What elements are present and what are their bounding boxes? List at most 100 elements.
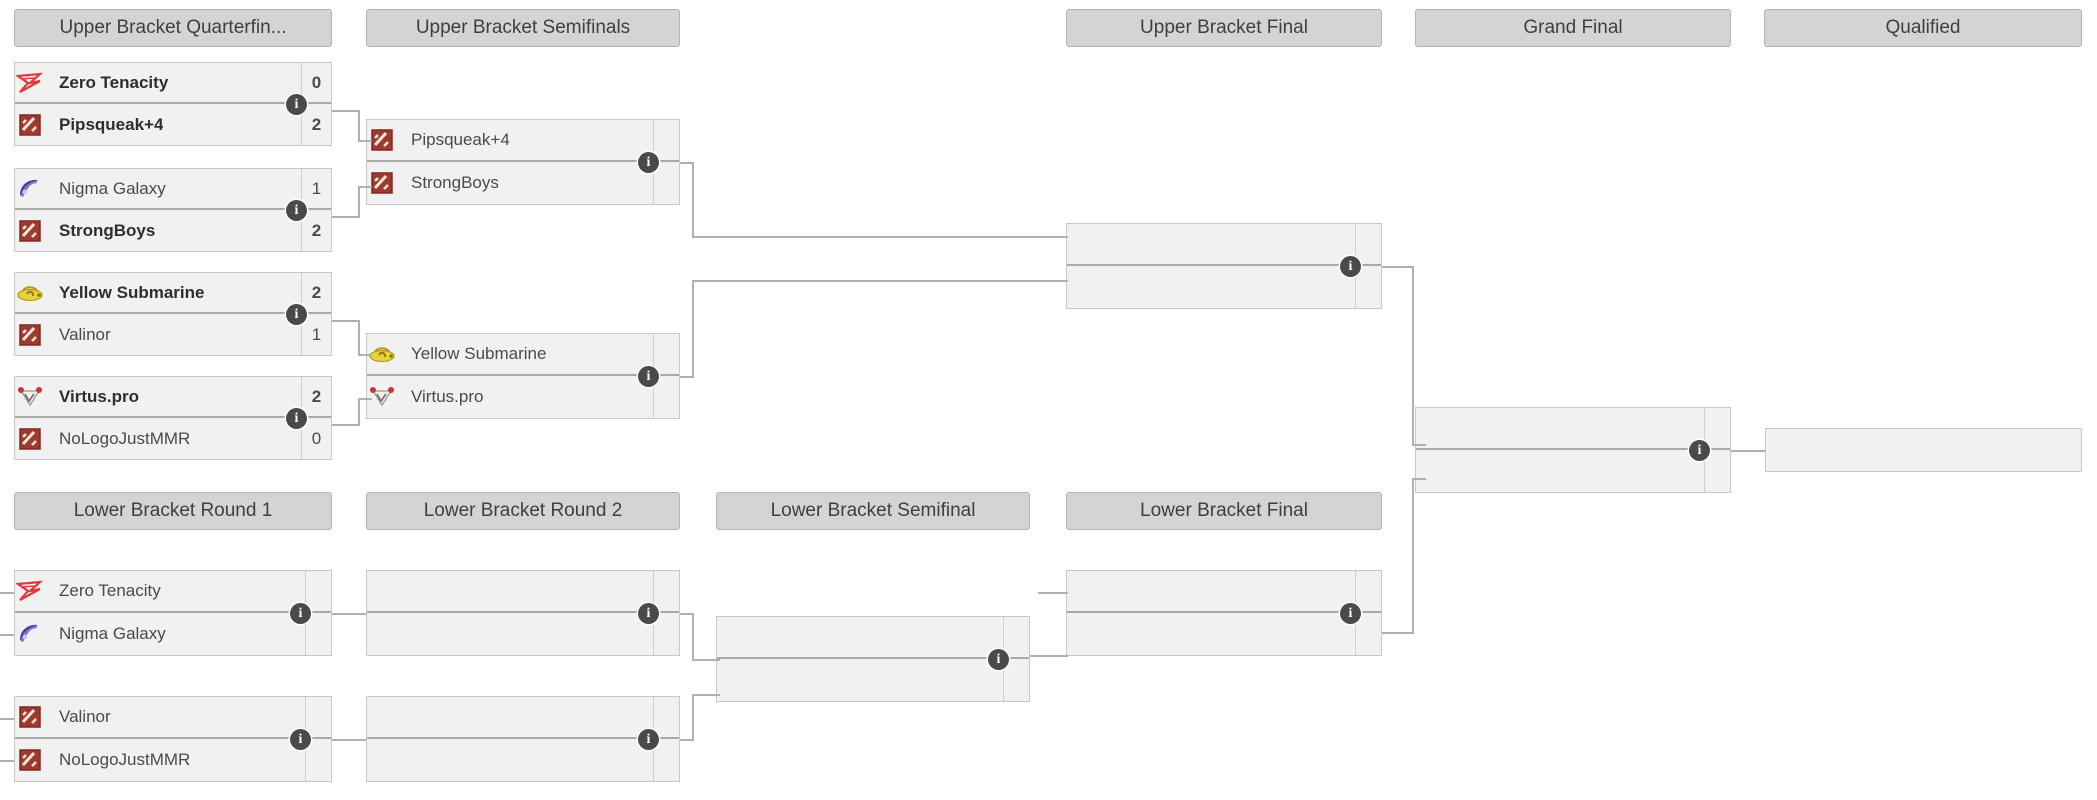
dota-default-logo [15,426,45,452]
match-info-icon[interactable]: i [638,366,659,387]
match-row-team[interactable] [367,697,679,739]
match-info-icon[interactable]: i [638,603,659,624]
match-row-team[interactable] [1067,266,1381,308]
match-upper-semifinal-2[interactable]: Yellow Submarine Virtus.pro i [366,333,680,419]
connector-ubqf1-out [332,110,360,112]
match-info-icon[interactable]: i [1689,440,1710,461]
connector-into-lbsf-bottom [692,694,720,696]
round-header-grand-final[interactable]: Grand Final [1415,9,1731,47]
match-row-team[interactable]: Virtus.pro [367,376,679,418]
match-row-team[interactable] [367,613,679,655]
connector-into-ubf-top [692,236,1068,238]
match-upper-semifinal-1[interactable]: Pipsqueak+4 StrongBoys i [366,119,680,205]
match-upper-quarterfinal-1[interactable]: Zero Tenacity 0 Pipsqueak+4 2 i [14,62,332,146]
team-score [1003,617,1029,657]
match-info-icon[interactable]: i [290,729,311,750]
round-header-upper-semifinals[interactable]: Upper Bracket Semifinals [366,9,680,47]
match-row-team[interactable]: Nigma Galaxy [15,613,331,655]
connector-ubf-loser-into-lbf [1038,592,1068,594]
team-score [653,571,679,611]
match-lower-round1-2[interactable]: Valinor NoLogoJustMMR i [14,696,332,782]
match-info-icon[interactable]: i [286,94,307,115]
round-header-upper-quarterfinals[interactable]: Upper Bracket Quarterfin... [14,9,332,47]
team-score [1003,659,1029,701]
match-info-icon[interactable]: i [290,603,311,624]
match-upper-quarterfinal-3[interactable]: Yellow Submarine 2 Valinor 1 i [14,272,332,356]
match-lower-semifinal[interactable]: i [716,616,1030,702]
team-score [1704,408,1730,448]
round-header-lower-final[interactable]: Lower Bracket Final [1066,492,1382,530]
match-upper-quarterfinal-4[interactable]: Virtus.pro 2 NoLogoJustMMR 0 i [14,376,332,460]
match-row-team[interactable]: Yellow Submarine [367,334,679,376]
match-info-icon[interactable]: i [286,200,307,221]
connector-ubf-down [1412,266,1414,446]
dota-default-logo [15,704,45,730]
match-row-team[interactable] [367,571,679,613]
round-header-qualified[interactable]: Qualified [1764,9,2082,47]
team-score [653,613,679,655]
match-row-team[interactable]: Valinor 1 [15,314,331,355]
match-lower-round1-1[interactable]: Zero Tenacity Nigma Galaxy i [14,570,332,656]
yellow-submarine-logo [367,341,397,367]
match-row-team[interactable] [1067,224,1381,266]
team-name: Nigma Galaxy [59,178,166,198]
match-lower-final[interactable]: i [1066,570,1382,656]
connector-into-lbr1b-bottom [0,760,14,762]
round-header-lower-round-2[interactable]: Lower Bracket Round 2 [366,492,680,530]
match-row-team[interactable]: StrongBoys [367,162,679,204]
match-info-icon[interactable]: i [988,649,1009,670]
match-info-icon[interactable]: i [286,304,307,325]
match-lower-round2-2[interactable]: i [366,696,680,782]
virtus-pro-logo [15,384,45,410]
team-name: NoLogoJustMMR [59,750,191,769]
match-grand-final[interactable]: i [1415,407,1731,493]
team-score [653,697,679,737]
match-info-icon[interactable]: i [638,729,659,750]
match-info-icon[interactable]: i [1340,603,1361,624]
match-row-team[interactable]: Pipsqueak+4 2 [15,104,331,145]
match-lower-round2-1[interactable]: i [366,570,680,656]
match-row-team[interactable]: NoLogoJustMMR [15,739,331,781]
match-row-team[interactable] [1416,450,1730,492]
connector-lbr1b-out [332,739,366,741]
team-name: Valinor [59,324,111,344]
team-score [653,162,679,204]
virtus-pro-logo [367,384,397,410]
connector-into-lbr1b-top [0,718,14,720]
match-upper-quarterfinal-2[interactable]: Nigma Galaxy 1 StrongBoys 2 i [14,168,332,252]
match-row-team[interactable]: Valinor [15,697,331,739]
connector-ubqf2-up [358,186,360,218]
team-name: StrongBoys [411,173,499,192]
team-score: 2 [301,273,331,312]
round-header-lower-semifinal[interactable]: Lower Bracket Semifinal [716,492,1030,530]
match-row-team[interactable] [717,617,1029,659]
match-row-team[interactable] [1416,408,1730,450]
match-row-team[interactable] [1067,613,1381,655]
connector-into-ubsf2-top [358,354,372,356]
match-info-icon[interactable]: i [1340,256,1361,277]
match-row-team[interactable]: Yellow Submarine 2 [15,273,331,314]
match-row-team[interactable] [717,659,1029,701]
team-name: Zero Tenacity [59,581,161,600]
match-info-icon[interactable]: i [638,152,659,173]
team-score: 2 [301,377,331,416]
match-row-team[interactable]: Virtus.pro 2 [15,377,331,418]
match-upper-bracket-final[interactable]: i [1066,223,1382,309]
connector-ubqf1-down [358,110,360,142]
qualified-slot[interactable] [1765,428,2082,472]
round-header-lower-round-1[interactable]: Lower Bracket Round 1 [14,492,332,530]
match-row-team[interactable]: NoLogoJustMMR 0 [15,418,331,459]
match-row-team[interactable] [367,739,679,781]
round-header-upper-bracket-final[interactable]: Upper Bracket Final [1066,9,1382,47]
match-row-team[interactable]: Pipsqueak+4 [367,120,679,162]
team-name: Yellow Submarine [411,344,547,363]
match-row-team[interactable]: Zero Tenacity [15,571,331,613]
match-row-team[interactable]: Nigma Galaxy 1 [15,169,331,210]
connector-into-lbsf-top [692,659,720,661]
match-row-team[interactable]: StrongBoys 2 [15,210,331,251]
match-row-team[interactable] [1067,571,1381,613]
match-row-team[interactable]: Zero Tenacity 0 [15,63,331,104]
match-row-team[interactable] [1766,429,2081,471]
match-info-icon[interactable]: i [286,408,307,429]
